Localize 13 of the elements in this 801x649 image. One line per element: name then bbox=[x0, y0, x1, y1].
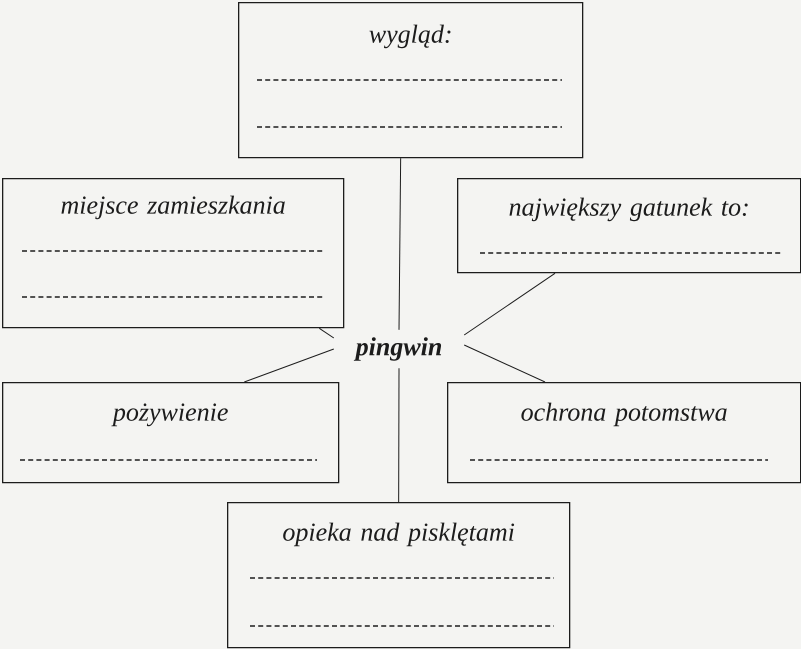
central-term: pingwin bbox=[354, 337, 442, 361]
topic-box: miejsce zamieszkania bbox=[2, 178, 344, 328]
connector-line bbox=[464, 272, 556, 336]
topic-box: ochrona potomstwa bbox=[447, 382, 801, 484]
connector-line bbox=[244, 348, 334, 382]
connector-line bbox=[398, 158, 402, 330]
connector-line bbox=[398, 368, 400, 502]
topic-box: największy gatunek to: bbox=[457, 178, 801, 274]
connector-line bbox=[464, 344, 546, 382]
topic-box: pożywienie bbox=[2, 382, 340, 484]
topic-box: opieka nad pisklętami bbox=[227, 502, 570, 648]
topic-box: wygląd: bbox=[238, 2, 584, 158]
connector-line bbox=[318, 328, 334, 338]
